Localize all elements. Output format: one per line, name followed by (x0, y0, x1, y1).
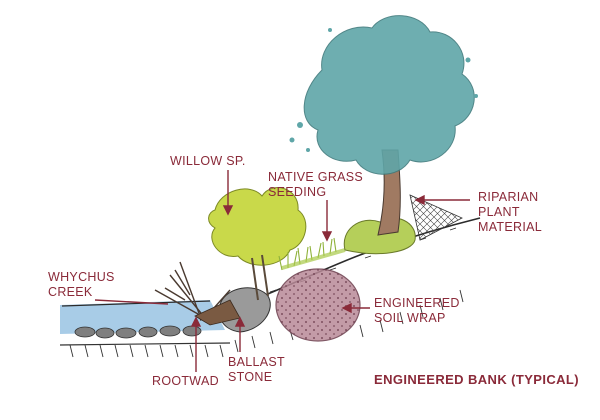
label-native-grass-line-1: NATIVE GRASS (268, 170, 364, 184)
label-riparian-line-3: MATERIAL (478, 220, 542, 234)
label-rootwad: ROOTWAD (152, 374, 219, 389)
riparian-shrub (343, 217, 416, 255)
label-riparian-line-1: RIPARIAN (478, 190, 539, 204)
label-soil-wrap-line-1: ENGINEERED (374, 296, 460, 310)
label-creek-line-1: WHYCHUS (48, 270, 115, 284)
label-native-grass: NATIVE GRASS SEEDING (268, 170, 363, 200)
label-ballast: BALLAST STONE (228, 355, 285, 385)
native-grass (278, 237, 337, 271)
label-riparian: RIPARIAN PLANT MATERIAL (478, 190, 542, 235)
label-willow: WILLOW SP. (170, 154, 246, 169)
ground-hatching (59, 289, 464, 358)
label-ballast-line-2: STONE (228, 370, 273, 384)
diagram-title: ENGINEERED BANK (TYPICAL) (374, 372, 580, 387)
label-riparian-line-2: PLANT (478, 205, 520, 219)
label-native-grass-line-2: SEEDING (268, 185, 327, 199)
creek-bed-stones (74, 325, 202, 339)
label-ballast-line-1: BALLAST (228, 355, 285, 369)
label-creek: WHYCHUS CREEK (48, 270, 115, 300)
label-creek-line-2: CREEK (48, 285, 93, 299)
tree-canopy (303, 15, 475, 175)
creek-water (60, 300, 225, 334)
leader-lines (94, 170, 470, 372)
label-soil-wrap-line-2: SOIL WRAP (374, 311, 446, 325)
label-soil-wrap: ENGINEERED SOIL WRAP (374, 296, 460, 326)
willow-shrub (208, 187, 307, 266)
label-willow-line: WILLOW SP. (170, 154, 246, 168)
label-rootwad-line: ROOTWAD (152, 374, 219, 388)
